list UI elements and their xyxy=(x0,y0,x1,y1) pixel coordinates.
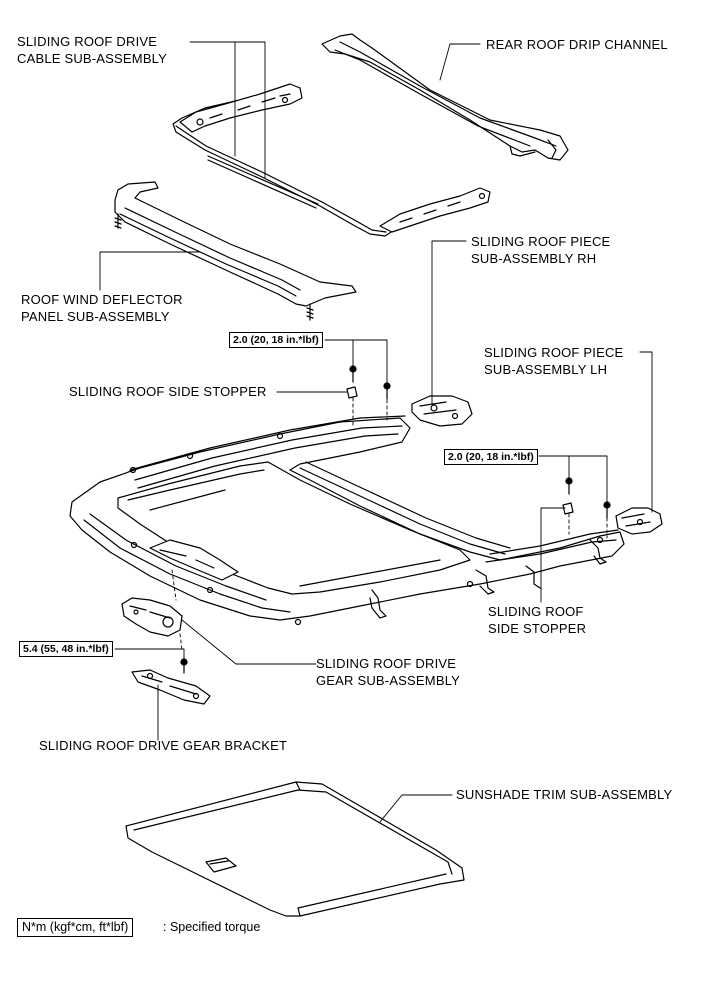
label-side-stopper-right: SLIDING ROOF SIDE STOPPER xyxy=(488,604,587,636)
legend-torque-unit: N*m (kgf*cm, ft*lbf) xyxy=(17,918,134,937)
label-drive-gear-sub-assembly: SLIDING ROOF DRIVE GEAR SUB-ASSEMBLY xyxy=(316,656,461,688)
label-roof-wind-deflector: ROOF WIND DEFLECTOR PANEL SUB-ASSEMBLY xyxy=(21,292,183,324)
torque-spec-gear-bolt: 5.4 (55, 48 in.*lbf) xyxy=(19,641,113,657)
label-sliding-roof-piece-rh: SLIDING ROOF PIECE SUB-ASSEMBLY RH xyxy=(471,234,611,266)
sliding-roof-piece-rh-drawing xyxy=(411,395,473,427)
side-stopper-left-drawing xyxy=(346,386,358,399)
leader-lines xyxy=(99,41,653,823)
side-stopper-right-drawing xyxy=(562,502,574,515)
bolt-gear-drawing xyxy=(180,658,188,674)
label-side-stopper-left: SLIDING ROOF SIDE STOPPER xyxy=(69,384,267,399)
sliding-roof-frame-drawing xyxy=(69,415,625,626)
dashed-assembly-lines xyxy=(171,397,608,651)
bolt-right-1-drawing xyxy=(565,477,573,495)
label-drive-cable-sub-assembly: SLIDING ROOF DRIVE CABLE SUB-ASSEMBLY xyxy=(17,34,168,66)
torque-spec-right: 2.0 (20, 18 in.*lbf) xyxy=(444,449,538,465)
drive-gear-bracket-drawing xyxy=(131,669,211,705)
sliding-roof-piece-lh-drawing xyxy=(615,507,663,535)
legend-specified-torque: : Specified torque xyxy=(163,920,261,934)
label-sunshade-trim: SUNSHADE TRIM SUB-ASSEMBLY xyxy=(456,787,673,802)
label-drive-gear-bracket: SLIDING ROOF DRIVE GEAR BRACKET xyxy=(39,738,288,753)
torque-spec-upper-left: 2.0 (20, 18 in.*lbf) xyxy=(229,332,323,348)
bolt-left-2-drawing xyxy=(383,382,391,400)
roof-wind-deflector-drawing xyxy=(114,181,357,321)
bolt-right-2-drawing xyxy=(603,501,611,519)
label-rear-roof-drip-channel: REAR ROOF DRIP CHANNEL xyxy=(486,37,668,52)
drive-cable-drawing xyxy=(172,83,491,237)
bolt-left-1-drawing xyxy=(349,365,357,383)
sunshade-trim-drawing xyxy=(125,781,465,917)
rear-roof-drip-channel-drawing xyxy=(321,33,569,161)
drive-gear-drawing xyxy=(121,597,183,637)
label-sliding-roof-piece-lh: SLIDING ROOF PIECE SUB-ASSEMBLY LH xyxy=(484,345,624,377)
